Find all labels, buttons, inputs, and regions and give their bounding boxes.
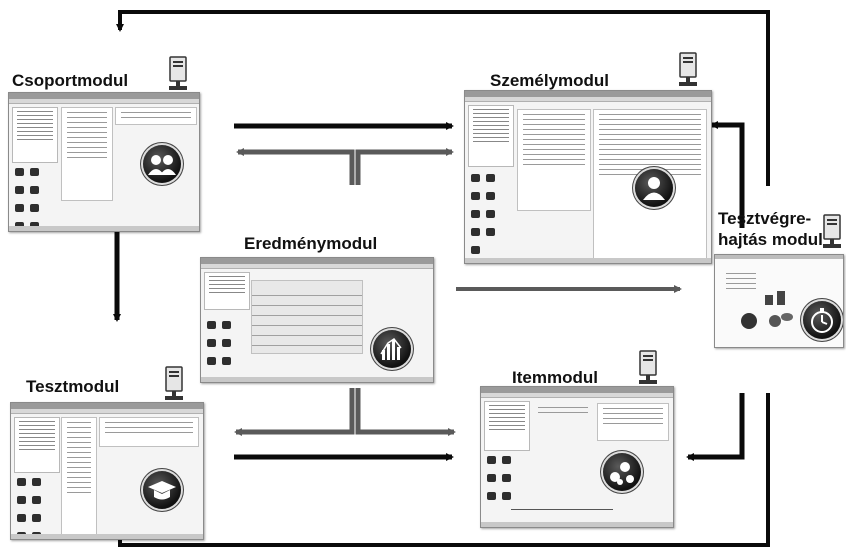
- graduation-cap-icon: [143, 471, 181, 509]
- label-tesztmodul: Tesztmodul: [26, 377, 120, 396]
- person-icon: [635, 169, 673, 207]
- bar-chart-icon: [373, 330, 411, 368]
- arrow-eredmeny-to-csoport: [236, 148, 355, 185]
- arrow-eredmeny-to-szemely: [355, 148, 454, 185]
- server-icon: [639, 350, 657, 384]
- label-tesztvegre-line2: hajtás modul: [718, 230, 823, 249]
- arrow-eredmeny-to-teszt: [234, 388, 355, 436]
- server-icon: [679, 52, 697, 86]
- label-szemelymodul: Személymodul: [490, 71, 610, 90]
- stopwatch-icon: [803, 301, 841, 339]
- eredmenymodul-screenshot: [200, 257, 434, 383]
- csoportmodul-screenshot: [8, 92, 200, 232]
- itemmodul-screenshot: [480, 386, 674, 528]
- label-eredmenymodul: Eredménymodul: [244, 234, 378, 253]
- server-icon: [165, 366, 183, 400]
- label-tesztvegre-line1: Tesztvégre-: [718, 209, 812, 228]
- tesztmodul-screenshot: [10, 402, 204, 540]
- arrow-tesztvegre-to-szemely: [710, 121, 745, 228]
- server-icon: [169, 56, 187, 90]
- label-itemmodul: Itemmodul: [512, 368, 598, 387]
- tesztvegrehajtas-screenshot: [714, 254, 844, 348]
- group-people-icon: [143, 145, 181, 183]
- szemelymodul-screenshot: [464, 90, 712, 264]
- arrow-tesztvegre-to-item: [686, 393, 745, 461]
- molecules-icon: [603, 453, 641, 491]
- label-tesztvegrehajtas: Tesztvégre- hajtás modul: [718, 208, 823, 250]
- arrow-top-loop: [116, 10, 770, 186]
- arrow-eredmeny-to-item: [355, 388, 456, 436]
- test-task-illustration: [741, 291, 793, 329]
- server-icon: [823, 214, 841, 248]
- label-csoportmodul: Csoportmodul: [12, 71, 129, 90]
